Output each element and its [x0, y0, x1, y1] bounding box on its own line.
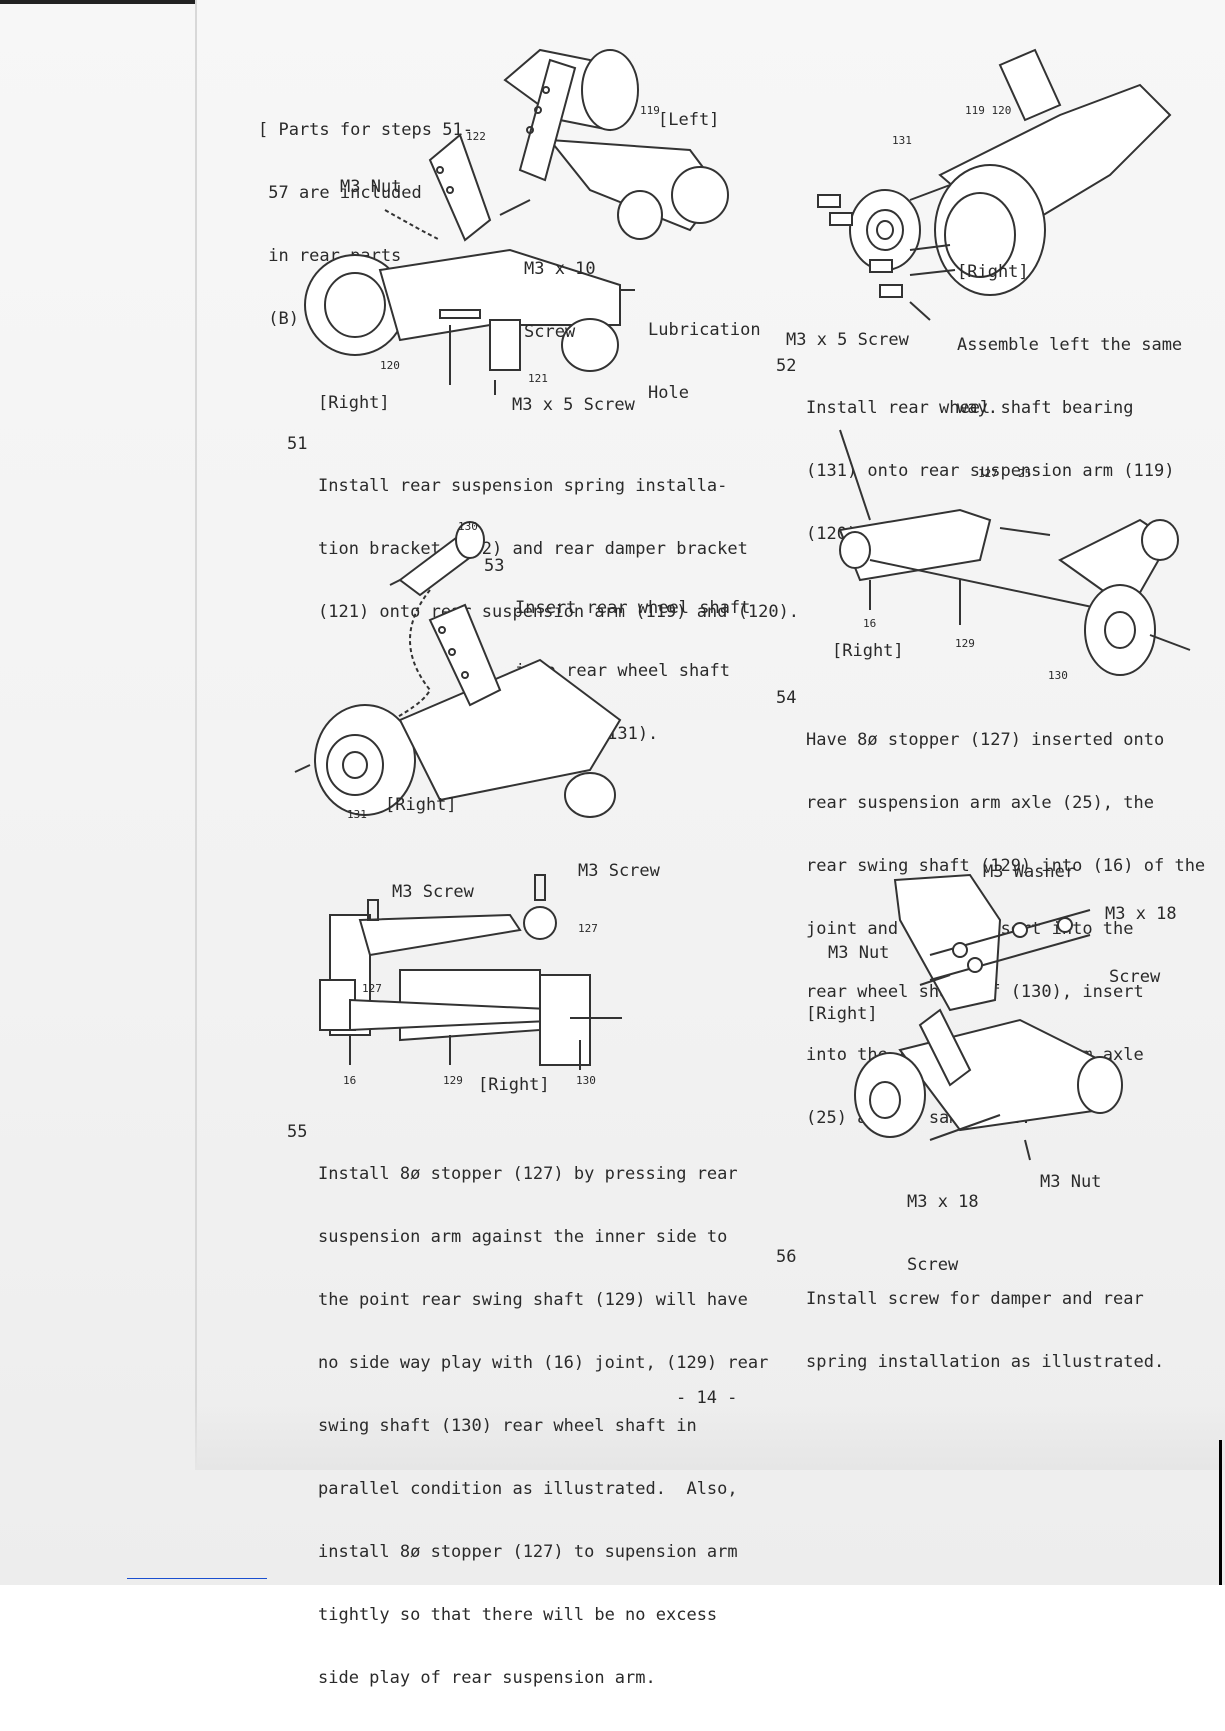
step-55-number: 55 — [287, 1122, 308, 1142]
label-right-52: [Right] — [957, 262, 1029, 282]
label-m3x5-screw-52: M3 x 5 Screw — [786, 330, 909, 350]
part-16: 16 — [863, 617, 877, 630]
label-assemble-left: Assemble left the same way. — [957, 335, 1183, 418]
left-suspension-arm — [503, 48, 729, 240]
part-127-a: 127 — [578, 922, 598, 935]
manual-page: [ Parts for steps 51- 57 are included in… — [0, 0, 1225, 1688]
part-129-55: 129 — [443, 1074, 463, 1087]
label-m3-nut: M3 Nut — [340, 177, 402, 197]
part-130: 130 — [1048, 669, 1068, 682]
part-120: 120 — [380, 359, 400, 372]
figure-54-swing-shaft — [838, 429, 1191, 676]
part-127: 127 — [978, 467, 998, 480]
step-56-number: 56 — [776, 1247, 797, 1267]
part-131: 131 — [892, 134, 912, 147]
label-m3x5-screw: M3 x 5 Screw — [512, 395, 635, 415]
part-25: 25 — [1018, 467, 1032, 480]
scan-edge — [195, 0, 197, 1470]
label-m3x10-screw: M3 x 10 Screw — [524, 259, 596, 342]
figure-51-suspension-arms — [304, 48, 729, 395]
part-121: 121 — [528, 372, 548, 385]
step-53-number: 53 — [484, 556, 505, 576]
label-left: [Left] — [658, 110, 720, 130]
figure-52-bearing — [817, 48, 1172, 321]
top-rule — [0, 0, 195, 4]
part-131-53: 131 — [347, 808, 367, 821]
part-122: 122 — [466, 130, 486, 143]
label-right-56: [Right] — [806, 1004, 878, 1024]
label-m3x18-screw-top: M3 x 18 Screw — [1105, 904, 1177, 987]
figure-55-stopper — [319, 874, 622, 1070]
footer-rule — [127, 1578, 267, 1579]
step-52-text: Install rear wheel shaft bearing (131) o… — [806, 398, 1175, 544]
label-right-54: [Right] — [832, 641, 904, 661]
label-m3-screw-a: M3 Screw — [578, 861, 660, 881]
part-16-55: 16 — [343, 1074, 357, 1087]
scan-shadow — [195, 1400, 1225, 1470]
part-130-55: 130 — [576, 1074, 596, 1087]
figure-53-wheel-shaft — [294, 521, 622, 818]
label-m3-screw-b: M3 Screw — [392, 882, 474, 902]
step-55-text: Install 8ø stopper (127) by pressing rea… — [318, 1164, 769, 1688]
part-127-b: 127 — [362, 982, 382, 995]
part-119: 119 — [640, 104, 660, 117]
label-m3x18-screw-bottom: M3 x 18 Screw — [907, 1192, 979, 1275]
figure-56-damper-screws — [854, 873, 1123, 1161]
part-119-120: 119 120 — [965, 104, 1012, 117]
step-51-number: 51 — [287, 434, 308, 454]
page-number: - 14 - — [676, 1388, 738, 1408]
label-right-53: [Right] — [385, 795, 457, 815]
part-129: 129 — [955, 637, 975, 650]
label-right-55: [Right] — [478, 1075, 550, 1095]
label-m3-nut-bottom: M3 Nut — [1040, 1172, 1102, 1192]
step-54-number: 54 — [776, 688, 797, 708]
right-suspension-arm — [304, 133, 621, 395]
label-m3-washer: M3 Washer — [983, 862, 1076, 882]
label-m3-nut-top: M3 Nut — [828, 943, 890, 963]
label-right: [Right] — [318, 393, 390, 413]
step-56-text: Install screw for damper and rear spring… — [806, 1289, 1165, 1372]
label-lubrication-hole: Lubrication Hole — [648, 320, 761, 403]
scan-edge-bar — [1219, 1440, 1222, 1585]
step-52-number: 52 — [776, 356, 797, 376]
part-130-53: 130 — [458, 520, 478, 533]
